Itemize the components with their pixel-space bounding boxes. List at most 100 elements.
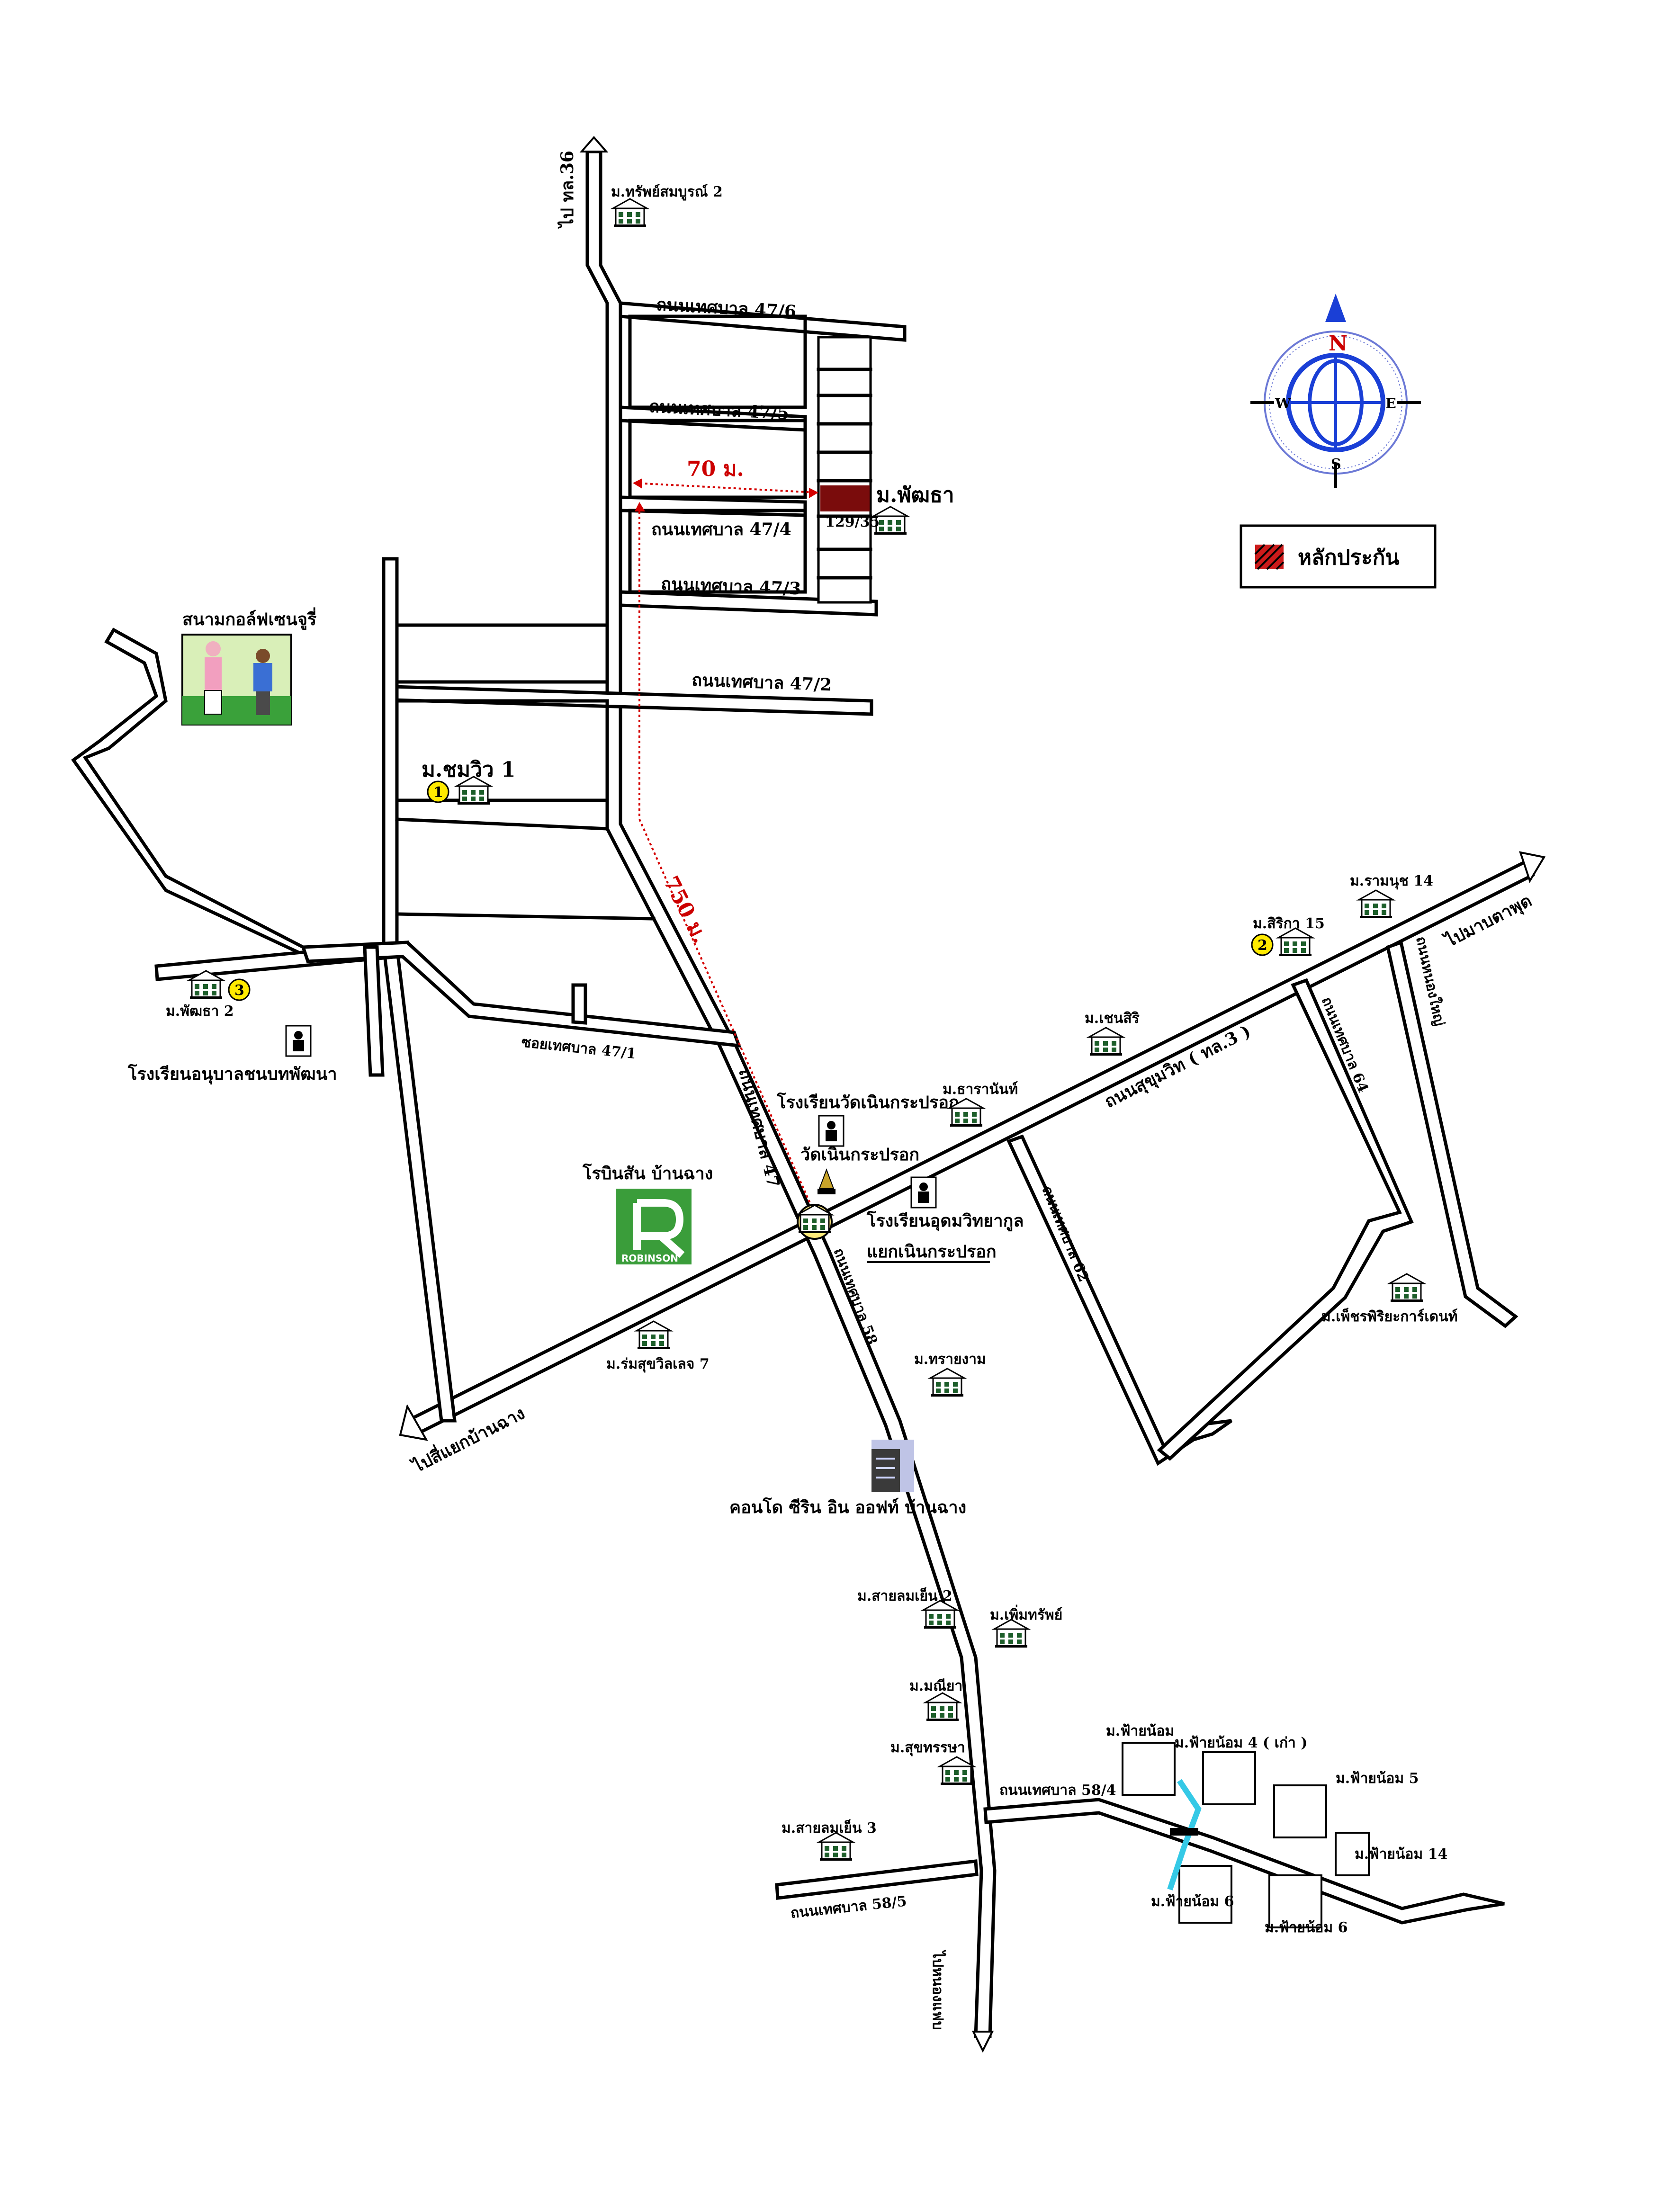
svg-text:ROBINSON: ROBINSON — [621, 1253, 678, 1264]
marker-1-icon — [427, 780, 449, 803]
legend-label: หลักประกัน — [1298, 546, 1400, 570]
legend: หลักประกัน — [1240, 524, 1437, 589]
place-robinson: โรบินสัน บ้านฉาง — [582, 1163, 713, 1183]
block-f — [395, 817, 656, 921]
house-icon — [1277, 927, 1313, 957]
compass-n: N — [1329, 331, 1348, 356]
house-icon — [993, 1619, 1029, 1648]
condo-building-icon — [871, 1440, 914, 1492]
marker-1: 1 — [433, 784, 443, 801]
compass-s: S — [1331, 456, 1341, 473]
road-47-4 — [619, 495, 807, 517]
house-icon — [636, 1320, 672, 1350]
house-icon — [925, 1692, 961, 1722]
label-road-47: ถนนเทศบาล 47 — [735, 1066, 783, 1190]
lot-fayhom-4 — [1202, 1751, 1256, 1805]
compass-rose: N S E W — [1250, 294, 1421, 488]
label-47-4: ถนนเทศบาล 47/4 — [651, 520, 791, 539]
golf-icon — [181, 634, 292, 726]
arrow-to-nongfab — [971, 2031, 994, 2053]
house-icon — [612, 198, 648, 228]
place-condo: คอนโด ซีริน อิน ออฟท์ บ้านฉาง — [729, 1497, 966, 1517]
distance-markers: 70 ม. 750 ม. — [633, 457, 818, 1203]
place-saiyom2: ม.สายลมเย็น 2 — [857, 1587, 952, 1604]
place-fayhom: ม.ฟ้ายน้อม — [1106, 1723, 1174, 1739]
place-ramanuch: ม.รามนุช 14 — [1350, 873, 1433, 890]
label-to-36: ไป ทล.36 — [557, 151, 577, 229]
place-saiyom3: ม.สายลมเย็น 3 — [782, 1819, 877, 1837]
distance-70-line — [634, 482, 816, 493]
place-phatthra: ม.พัฒธา — [876, 483, 954, 507]
distance-70: 70 ม. — [687, 457, 744, 481]
block-e — [395, 699, 609, 802]
arrow-to-maptaphut — [1519, 851, 1546, 883]
plot-number: 129/35 — [825, 514, 880, 530]
landmarks: ม.ทรัพย์สมบูรณ์ 2 ม.พัฒธา 129/35 สนามกอล… — [127, 184, 1457, 1936]
place-golf: สนามกอล์ฟเซนจูรี่ — [182, 607, 317, 630]
place-wat: วัดเนินกระปรอก — [800, 1145, 919, 1165]
block-a — [628, 314, 807, 409]
house-icon — [939, 1756, 975, 1786]
house-icon — [818, 1832, 854, 1862]
marker-2-icon — [1251, 933, 1274, 956]
place-fayhom4: ม.ฟ้ายน้อม 4 ( เก่า ) — [1175, 1735, 1308, 1751]
house-icon — [1358, 889, 1394, 919]
place-permsap: ม.เพิ่มทรัพย์ — [990, 1604, 1062, 1623]
arrow-to-36 — [579, 135, 609, 152]
place-kindergarten: โรงเรียนอนุบาลชนบทพัฒนา — [127, 1064, 337, 1085]
road-network — [71, 135, 1546, 2053]
block-b — [628, 419, 807, 499]
arrow-to-banchang — [399, 1404, 428, 1441]
label-to-nongfab: ไปหนองแฟบ — [929, 1950, 946, 2030]
place-junction: แยกเนินกระปรอก — [867, 1242, 997, 1262]
place-fayhom5: ม.ฟ้ายน้อม 5 — [1336, 1770, 1419, 1787]
road-58-5 — [775, 1859, 979, 1900]
marker-2: 2 — [1258, 937, 1267, 954]
temple-icon — [818, 1168, 836, 1194]
place-romsuk: ม.ร่มสุขวิลเลจ 7 — [606, 1356, 710, 1373]
school-icon — [818, 1115, 844, 1147]
place-manya: ม.มณียา — [909, 1678, 962, 1694]
marker-3-icon — [228, 978, 251, 1001]
place-wat-school: โรงเรียนวัดเนินกระปรอก — [776, 1092, 959, 1112]
compass-w: W — [1275, 395, 1292, 412]
place-saiyngam: ม.ทรายงาม — [914, 1351, 986, 1368]
place-tharanan: ม.ธารานันท์ — [943, 1081, 1018, 1098]
label-47-2: ถนนเทศบาล 47/2 — [692, 670, 832, 695]
school-icon — [285, 1025, 312, 1057]
lot-fayhom-14 — [1335, 1832, 1370, 1876]
lot-strip — [817, 336, 872, 604]
place-sutthanya: ม.สุขทรรษา — [890, 1739, 965, 1756]
place-udom-school: โรงเรียนอุดมวิทยากูล — [866, 1210, 1024, 1232]
school-icon — [910, 1176, 937, 1209]
road-64 — [1157, 978, 1414, 1461]
road-sukhumvit — [405, 860, 1535, 1437]
lot-fayhom — [1122, 1742, 1176, 1796]
lot-fayhom-6a — [1178, 1865, 1232, 1924]
house-icon — [1389, 1273, 1425, 1303]
place-chomview: ม.ชมวิว 1 — [422, 758, 516, 782]
place-phatthra2: ม.พัฒธา 2 — [166, 1003, 234, 1020]
collateral-plot — [820, 485, 870, 511]
road-nongyai — [1385, 940, 1518, 1328]
marker-3: 3 — [234, 982, 244, 999]
label-soi-47-1: ซอยเทศบาล 47/1 — [521, 1034, 637, 1062]
place-sirika: ม.สิริกา 15 — [1253, 915, 1325, 932]
place-chensiri: ม.เชนสิริ — [1085, 1010, 1140, 1027]
place-sap-somboon: ม.ทรัพย์สมบูรณ์ 2 — [611, 184, 723, 201]
block-d — [395, 623, 609, 684]
place-fayhom6a: ม.ฟ้ายน้อม 6 — [1151, 1893, 1234, 1910]
robinson-logo-icon: ROBINSON — [616, 1189, 692, 1264]
place-fayhom14: ม.ฟ้ายน้อม 14 — [1355, 1846, 1447, 1863]
house-icon — [929, 1368, 965, 1398]
house-icon — [1088, 1027, 1124, 1057]
lot-fayhom-6b — [1268, 1874, 1322, 1928]
lot-fayhom-5 — [1273, 1784, 1327, 1838]
road-47-3 — [619, 590, 878, 617]
road-47-6 — [619, 301, 907, 342]
label-47-3: ถนนเทศบาล 47/3 — [661, 574, 801, 599]
block-c — [628, 509, 807, 594]
road-soi-47-1 — [301, 941, 742, 1048]
compass-needle-icon — [1325, 294, 1346, 322]
